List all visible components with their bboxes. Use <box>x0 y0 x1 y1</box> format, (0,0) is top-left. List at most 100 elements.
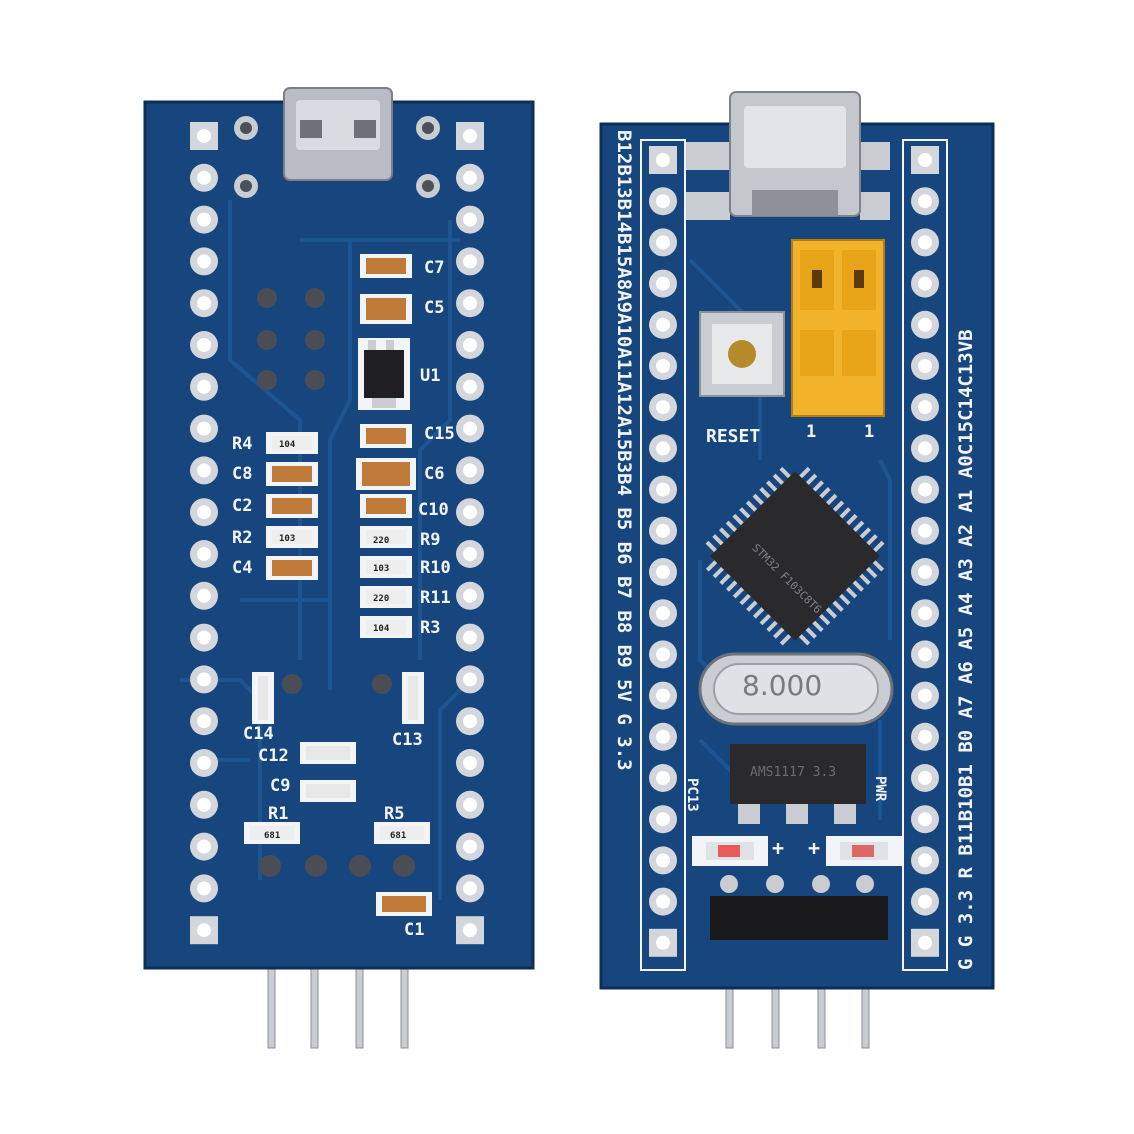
mcu-pin <box>852 580 864 592</box>
mcu-pin <box>826 493 838 506</box>
pad <box>190 581 218 610</box>
mcu-pin <box>772 473 785 485</box>
back-pad-column-left <box>190 122 218 945</box>
mcu-pin <box>859 573 871 585</box>
mcu-pin <box>839 507 851 519</box>
pad <box>456 623 484 652</box>
label-c10: C10 <box>418 500 449 520</box>
pad <box>911 764 939 792</box>
smd-part <box>252 672 274 724</box>
pad <box>649 393 677 422</box>
pad <box>456 832 484 861</box>
smd-part <box>266 556 318 580</box>
smd-part <box>360 556 412 578</box>
mcu-pin <box>852 520 865 532</box>
label-c7: C7 <box>424 258 445 278</box>
back-regulator-u1 <box>358 338 410 410</box>
pad <box>190 163 218 192</box>
mcu-pin <box>766 480 778 492</box>
pad <box>190 122 218 150</box>
mcu-pin <box>752 607 765 619</box>
pad <box>190 247 218 276</box>
pad <box>911 846 939 875</box>
pad <box>190 916 218 945</box>
smd-part <box>244 822 300 844</box>
label-r9: R9 <box>420 530 441 550</box>
code-r11: 220 <box>373 594 390 604</box>
mcu-pin <box>866 566 878 579</box>
crystal-label: 8.000 <box>742 669 823 702</box>
pad <box>649 558 677 586</box>
smd-part <box>402 672 424 724</box>
pad <box>456 916 484 945</box>
pad <box>456 581 484 610</box>
pad <box>649 928 677 957</box>
label-c13: C13 <box>392 730 423 750</box>
label-r5: R5 <box>384 804 405 824</box>
label-c5: C5 <box>424 298 445 318</box>
mcu-pin <box>798 634 811 646</box>
code-r4: 104 <box>279 440 296 450</box>
pad <box>911 434 939 463</box>
mcu-pin <box>839 593 851 606</box>
pad <box>911 722 939 751</box>
pad <box>456 498 484 527</box>
pad <box>190 205 218 234</box>
pad <box>911 352 939 380</box>
mcu-pin <box>832 500 845 512</box>
pad <box>456 540 484 568</box>
pad <box>649 722 677 751</box>
smd-part <box>266 462 318 486</box>
mcu-pin <box>745 500 758 512</box>
smd-part <box>266 526 318 548</box>
pad <box>911 146 939 174</box>
crystal <box>698 652 894 726</box>
pad <box>911 640 939 669</box>
pad <box>911 475 939 504</box>
pad <box>649 475 677 504</box>
smd-part <box>360 526 412 548</box>
regulator-chip <box>730 744 866 824</box>
mcu-pin <box>712 566 724 579</box>
pad <box>456 372 484 401</box>
pad <box>190 498 218 527</box>
pad <box>911 310 939 339</box>
label-c2: C2 <box>232 496 253 516</box>
front-pad-column-left <box>649 146 677 957</box>
pad <box>649 681 677 710</box>
pad <box>649 764 677 792</box>
led-plus-left: + <box>772 836 785 860</box>
smd-part <box>300 742 356 764</box>
pad <box>456 665 484 694</box>
pad <box>649 516 677 545</box>
mcu-pin <box>819 613 831 626</box>
reset-label: RESET <box>706 426 761 447</box>
mcu-pin <box>812 620 824 633</box>
pad <box>911 887 939 916</box>
front-left-header-outline <box>640 139 686 971</box>
back-pad-column-right <box>456 122 484 945</box>
smd-part <box>356 458 416 490</box>
mcu-pin <box>725 520 738 532</box>
pad <box>190 707 218 736</box>
pad <box>911 516 939 545</box>
mcu-pin <box>732 587 745 599</box>
pad <box>456 456 484 485</box>
boot-jumpers <box>791 239 885 417</box>
back-pcb <box>143 100 535 970</box>
smd-part <box>376 892 432 916</box>
pad <box>911 558 939 586</box>
front-usb-connector <box>686 91 890 220</box>
pad <box>649 887 677 916</box>
jumper-mark-left: 1 <box>806 422 817 442</box>
led-pwr <box>826 836 902 866</box>
label-r1: R1 <box>268 804 289 824</box>
pad <box>649 640 677 669</box>
pc13-label: PC13 <box>684 778 700 812</box>
smd-part <box>300 780 356 802</box>
pad <box>190 414 218 443</box>
pad <box>911 269 939 298</box>
